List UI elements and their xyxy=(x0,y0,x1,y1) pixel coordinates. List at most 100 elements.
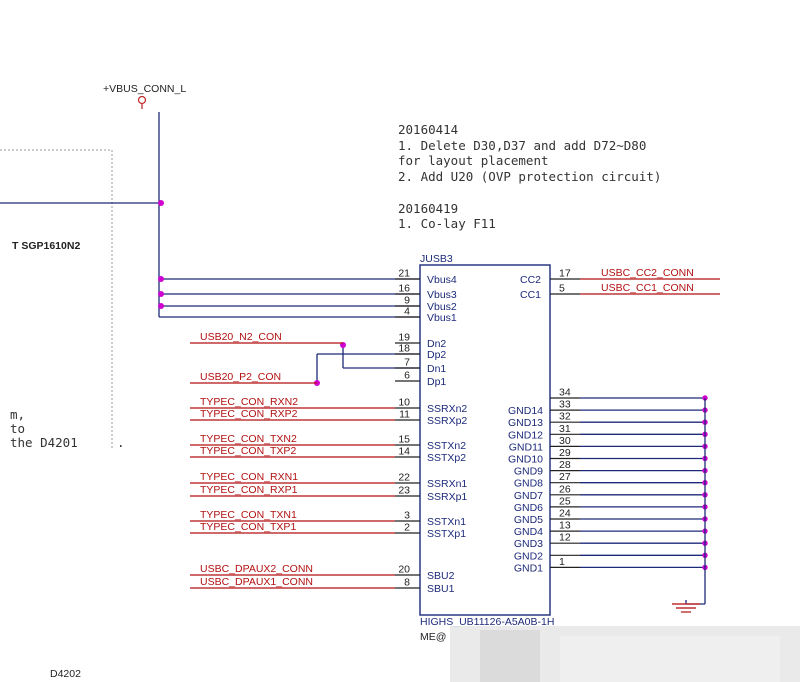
chip-part-number: HIGHS_UB11126-A5A0B-1H xyxy=(420,616,554,628)
ground-symbol-icon xyxy=(672,603,700,613)
pin-name: GND6 xyxy=(514,502,543,514)
pin-name: GND3 xyxy=(514,538,543,550)
pin-name: GND13 xyxy=(508,417,543,429)
pin-number: 2 xyxy=(404,522,410,534)
pin-number: 8 xyxy=(404,577,410,589)
pin-name: Vbus3 xyxy=(427,289,457,301)
net-label: TYPEC_CON_RXP1 xyxy=(200,484,298,496)
pin-number: 21 xyxy=(398,268,410,280)
pin-name: Dp1 xyxy=(427,376,446,388)
junction-dot xyxy=(158,303,164,309)
note-line: 20160419 xyxy=(398,201,458,216)
pin-number: 27 xyxy=(559,471,571,483)
pin-name: GND4 xyxy=(514,526,543,538)
pin-number: 12 xyxy=(559,532,571,544)
net-label: TYPEC_CON_TXP1 xyxy=(200,521,296,533)
note-line: 1. Co-lay F11 xyxy=(398,216,496,231)
partial-note-line: the D4201 xyxy=(10,435,78,450)
pin-number: 10 xyxy=(398,397,410,409)
net-label: TYPEC_CON_TXN2 xyxy=(200,433,297,445)
net-label: USB20_N2_CON xyxy=(200,331,282,343)
pin-name: SSRXn1 xyxy=(427,478,467,490)
pin-name: Dn1 xyxy=(427,363,446,375)
pin-number: 20 xyxy=(398,564,410,576)
pin-number: 17 xyxy=(559,268,571,280)
pin-name: GND7 xyxy=(514,490,543,502)
chip-sub-label: ME@ xyxy=(420,631,446,643)
revision-notes: 20160414 1. Delete D30,D37 and add D72~D… xyxy=(398,122,661,231)
pin-name: SSRXp2 xyxy=(427,415,467,427)
pin-name: GND12 xyxy=(508,429,543,441)
watermark-blur xyxy=(450,626,800,682)
note-line: 2. Add U20 (OVP protection circuit) xyxy=(398,169,661,184)
pin-name: SSTXp1 xyxy=(427,528,466,540)
pin-number: 19 xyxy=(398,332,410,344)
partial-note: m, to the D4201 . xyxy=(10,407,125,450)
partial-note-line: to xyxy=(10,421,25,436)
pin-name: Vbus1 xyxy=(427,312,457,324)
net-label: TYPEC_CON_RXN1 xyxy=(200,471,298,483)
net-label: USBC_DPAUX1_CONN xyxy=(200,576,313,588)
ground-bus xyxy=(685,398,706,605)
chip-body xyxy=(419,264,551,616)
pin-number: 11 xyxy=(399,409,410,421)
pin-name: GND10 xyxy=(508,454,543,466)
junction-dot xyxy=(158,291,164,297)
pin-number: 7 xyxy=(404,357,410,369)
left-net-group: USB20_N2_CONUSB20_P2_CONTYPEC_CON_RXN2TY… xyxy=(190,331,395,589)
junction-dot xyxy=(158,276,164,282)
sgp-part-label: T SGP1610N2 xyxy=(12,240,80,252)
pin-name: SSTXp2 xyxy=(427,452,466,464)
net-label: TYPEC_CON_RXN2 xyxy=(200,396,298,408)
dotted-frame xyxy=(0,149,113,450)
pin-number: 26 xyxy=(559,483,571,495)
pin-number: 3 xyxy=(404,510,410,522)
pin-name: GND5 xyxy=(514,514,543,526)
right-net-group: USBC_CC2_CONN USBC_CC1_CONN xyxy=(601,267,694,294)
partial-note-line: m, xyxy=(10,407,25,422)
vbus-wiring xyxy=(0,112,420,318)
power-symbol-icon xyxy=(137,95,147,109)
pin-number: 25 xyxy=(559,495,571,507)
pin-number: 31 xyxy=(559,423,571,435)
pin-name: Vbus2 xyxy=(427,301,457,313)
pin-number: 29 xyxy=(559,447,571,459)
pin-name: SBU2 xyxy=(427,570,455,582)
pin-name: Vbus4 xyxy=(427,274,457,286)
note-line: 20160414 xyxy=(398,122,458,137)
chip-refdes: JUSB3 xyxy=(420,253,453,265)
net-label: TYPEC_CON_RXP2 xyxy=(200,408,298,420)
connector-chip: JUSB3 HIGHS_UB11126-A5A0B-1H ME@ xyxy=(419,253,554,643)
net-label: USBC_CC1_CONN xyxy=(601,282,694,294)
net-label: TYPEC_CON_TXN1 xyxy=(200,509,297,521)
net-label: TYPEC_CON_TXP2 xyxy=(200,445,296,457)
pin-name: CC1 xyxy=(520,289,541,301)
partial-note-line: . xyxy=(117,435,125,450)
pin-number: 32 xyxy=(559,411,571,423)
pin-number: 34 xyxy=(559,387,571,399)
pin-name: SSTXn1 xyxy=(427,516,466,528)
pin-name: GND14 xyxy=(508,405,543,417)
left-pin-group: 21Vbus416Vbus39Vbus24Vbus119Dn218Dp27Dn1… xyxy=(395,268,467,595)
pin-name: GND8 xyxy=(514,478,543,490)
note-line: 1. Delete D30,D37 and add D72~D80 xyxy=(398,138,646,153)
pin-name: Dn2 xyxy=(427,338,446,350)
pin-name: Dp2 xyxy=(427,349,446,361)
pin-name: GND1 xyxy=(514,562,543,574)
net-label: USB20_P2_CON xyxy=(200,371,281,383)
net-label: USBC_DPAUX2_CONN xyxy=(200,563,313,575)
pin-name: SSRXn2 xyxy=(427,403,467,415)
pin-number: 14 xyxy=(398,446,410,458)
pin-number: 4 xyxy=(404,306,410,318)
d4202-label: D4202 xyxy=(50,668,81,680)
pin-number: 18 xyxy=(398,343,410,355)
pin-name: SSTXn2 xyxy=(427,440,466,452)
junction-dot xyxy=(158,200,164,206)
pin-name: SSRXp1 xyxy=(427,491,467,503)
pin-number: 30 xyxy=(559,435,571,447)
net-label: USBC_CC2_CONN xyxy=(601,267,694,279)
pin-number: 33 xyxy=(559,399,571,411)
